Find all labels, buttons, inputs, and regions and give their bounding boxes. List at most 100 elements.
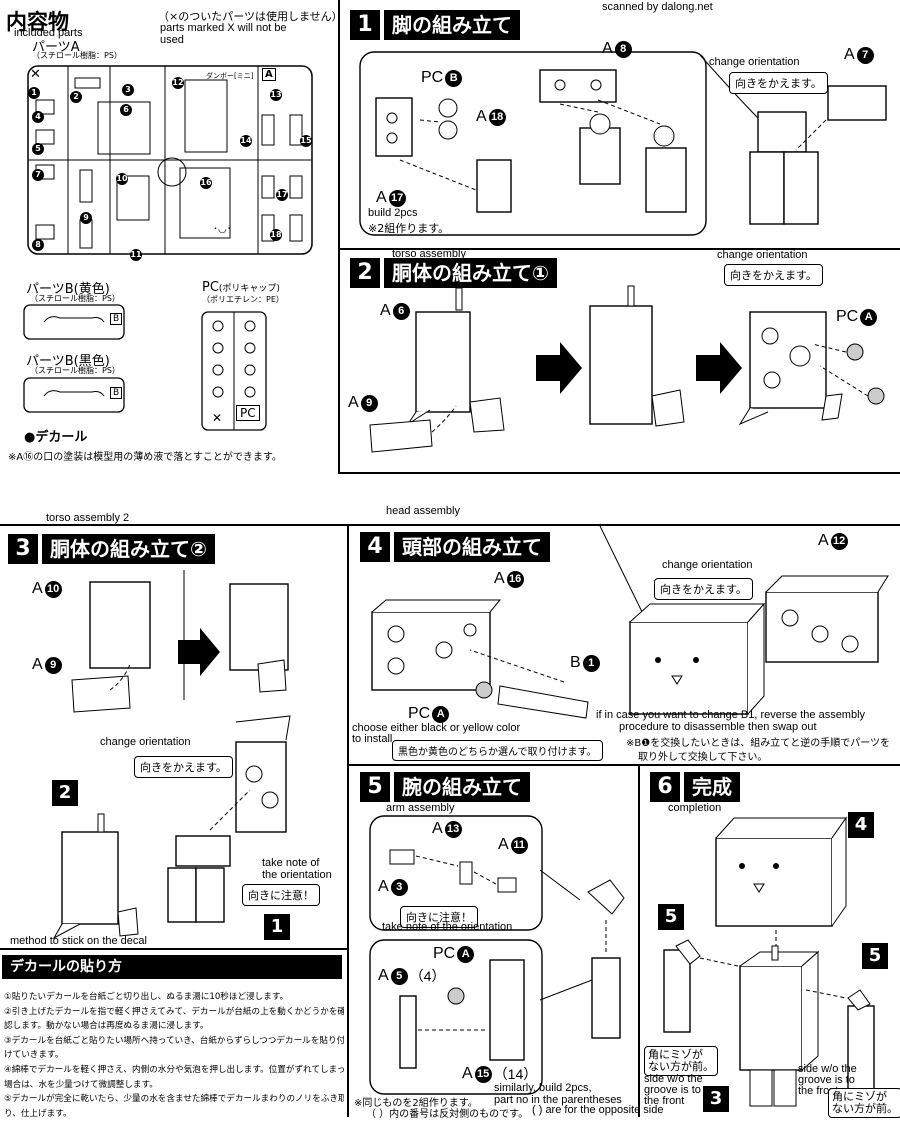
step-6-left-en-1: side w/o the: [644, 1073, 703, 1085]
step-5-a5-alt: （4）: [409, 968, 446, 984]
step-4-a16-letter: A: [494, 570, 505, 587]
runner-number-18: 18: [270, 229, 282, 241]
runner-number-16: 16: [200, 177, 212, 189]
step-2-title: 胴体の組み立て①: [384, 258, 557, 288]
runner-number-14: 14: [240, 135, 252, 147]
runner-number-13: 13: [270, 89, 282, 101]
runner-a-letter: A: [262, 68, 276, 81]
step-3-number: 3: [8, 534, 38, 564]
step-4-a12-letter: A: [818, 532, 829, 549]
step-5-drawing: [369, 815, 625, 1095]
step-3-a10-num: 10: [44, 580, 62, 598]
step-3-a9-num: 9: [44, 656, 62, 674]
runner-number-11: 11: [130, 249, 142, 261]
contents-footnote: ※A⑯の口の塗装は模型用の薄め液で落とすことができます。: [8, 452, 282, 463]
step-6-badge-5-right: 5: [862, 943, 888, 969]
step-6-badge-5-left: 5: [658, 904, 684, 930]
step-2-a6-letter: A: [380, 302, 391, 319]
step-2-change-orientation: change orientation: [717, 249, 808, 261]
step-1-a8-letter: A: [602, 40, 613, 57]
step-5-a5-num: 5: [390, 967, 408, 985]
step-3-drawing: [52, 570, 291, 940]
step-5-pca-text: PC: [433, 945, 456, 962]
step-5-heading: 5 腕の組み立て: [360, 772, 530, 802]
step-4-en: head assembly: [386, 505, 460, 517]
step-3-a10-letter: A: [32, 580, 43, 597]
step-6-left-en-3: the front: [644, 1095, 685, 1107]
step-5-similarly-en-1: similarly, build 2pcs,: [494, 1082, 592, 1094]
runner-number-10: 10: [116, 173, 128, 185]
step-5-en: arm assembly: [386, 802, 455, 814]
step-5-a15-letter: A: [462, 1065, 473, 1082]
step-1-a17-letter: A: [376, 189, 387, 206]
step-3-title: 胴体の組み立て②: [42, 534, 215, 564]
step-6-badge-4: 4: [848, 812, 874, 838]
step-6-heading: 6 完成: [650, 772, 740, 802]
runner-number-9: 9: [80, 205, 92, 224]
runner-number-7: 7: [32, 162, 44, 181]
step-6-left-jp-2: ない方が前。: [648, 1060, 714, 1073]
step-4-callout: 向きをかえます。: [654, 578, 753, 600]
step-2-drawing: [369, 285, 885, 453]
step-6-badge-3: 3: [703, 1086, 729, 1112]
runner-number-6: 6: [120, 97, 132, 116]
step-6-right-jp: 角にミゾが ない方が前。: [828, 1088, 900, 1118]
contents-title-en: included parts: [14, 27, 83, 39]
step-1-build-en: build 2pcs: [368, 207, 418, 219]
step-1-a7-letter: A: [844, 46, 855, 63]
runner-number-4: 4: [32, 104, 44, 123]
decal-step-line: り、仕上げます。: [4, 1108, 72, 1119]
step-5-jp-1: ※同じものを2組作ります。: [354, 1098, 478, 1109]
step-2-a9-num: 9: [360, 394, 378, 412]
runner-number-15: 15: [300, 135, 312, 147]
parts-a-sub: （スチロール樹脂：PS）: [32, 51, 122, 60]
step-4-b1-letter: B: [570, 654, 581, 671]
step-6-en: completion: [668, 802, 722, 814]
step-3-callout: 向きをかえます。: [134, 756, 233, 778]
pc-tag: PC: [236, 405, 260, 421]
decal-step-line: 場合は、水を少量つけて微調整します。: [4, 1079, 158, 1090]
step-6-right-en-2: groove is to: [798, 1074, 855, 1086]
step-6-left-jp: 角にミゾが ない方が前。: [644, 1046, 718, 1076]
step-5-take-note-en: take note of the orientation: [382, 921, 513, 933]
step-2-number: 2: [350, 258, 380, 288]
step-5-title: 腕の組み立て: [394, 772, 530, 802]
parts-b-black-sub: （スチロール樹脂：PS）: [30, 366, 120, 375]
step-4-heading: 4 頭部の組み立て: [360, 532, 550, 562]
step-4-b1-num: 1: [582, 654, 600, 672]
step-1-build-jp: ※2組作ります。: [368, 222, 450, 235]
step-1-change-orientation: change orientation: [709, 56, 800, 68]
step-6-number: 6: [650, 772, 680, 802]
step-2-callout: 向きをかえます。: [724, 264, 823, 286]
step-5-a11-num: 11: [510, 836, 528, 854]
decal-section-title: デカールの貼り方: [2, 955, 342, 979]
step-4-change-orientation: change orientation: [662, 559, 753, 571]
svg-text:･◡･: ･◡･: [213, 224, 232, 235]
step-4-number: 4: [360, 532, 390, 562]
step-6-title: 完成: [684, 772, 740, 802]
step-3-heading: 3 胴体の組み立て②: [8, 534, 215, 564]
scan-credit: scanned by dalong.net: [602, 1, 713, 13]
step-3-en: torso assembly 2: [46, 512, 130, 524]
step-4-drawing: [371, 525, 889, 719]
pc-label: PC(ポリキャップ): [202, 280, 280, 295]
contents-title: 内容物: [6, 10, 69, 34]
runner-a-diagram: ✕ ･◡･ ✕: [23, 65, 313, 431]
runner-number-8: 8: [32, 232, 44, 251]
step-4-title: 頭部の組み立て: [394, 532, 550, 562]
step-4-pca-text: PC: [408, 705, 431, 722]
step-5-a3-num: 3: [390, 878, 408, 896]
step-3-badge-2: 2: [52, 780, 78, 806]
x-note-jp: （×のついたパーツは使用しません）: [158, 10, 343, 23]
step-5-a3-letter: A: [378, 878, 389, 895]
